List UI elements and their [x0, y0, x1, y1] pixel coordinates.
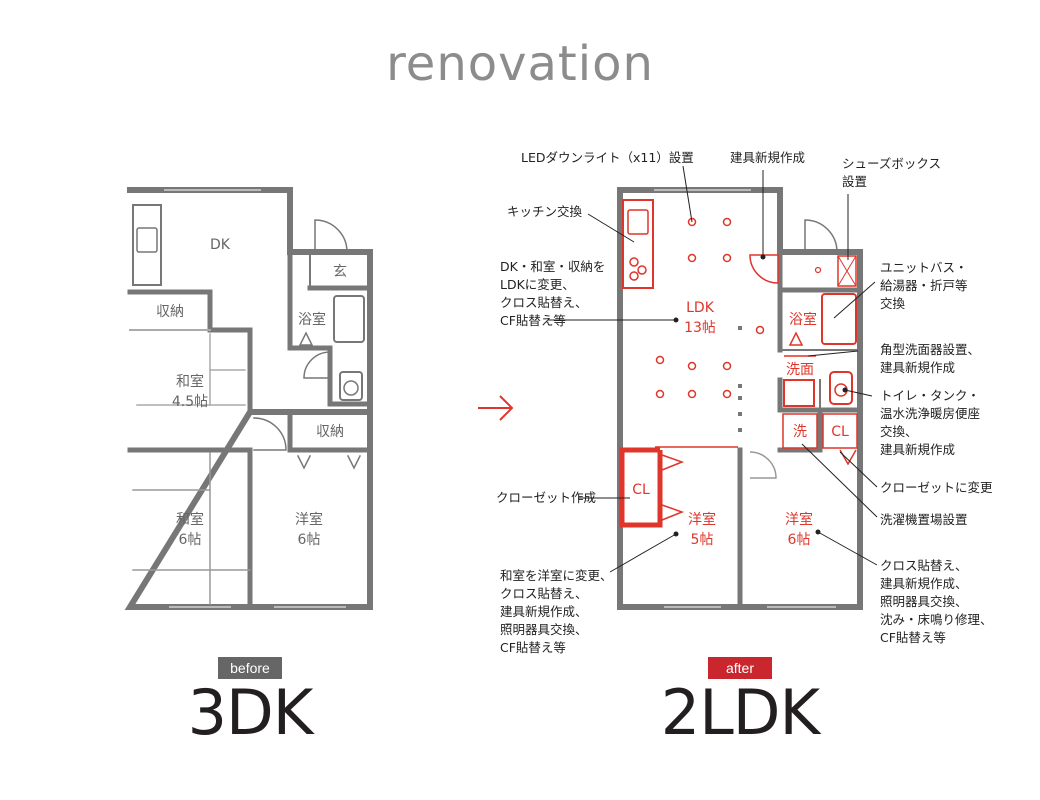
note-kitchen: キッチン交換 [507, 204, 583, 219]
after-room-youshitsu-a-size: 5帖 [691, 532, 714, 548]
before-room-washitsu-b: 和室 [176, 511, 204, 528]
before-room-washitsu-b-size: 6帖 [179, 532, 202, 548]
before-room-storage1: 収納 [156, 304, 184, 320]
after-layout-label: 2LDK [660, 676, 820, 749]
note-dk-4: CF貼替え等 [500, 313, 566, 328]
note-dk-1: DK・和室・収納を [500, 259, 605, 274]
after-kitchen-counter [622, 199, 654, 289]
before-middle-wall [127, 447, 253, 610]
after-shoe-box [837, 255, 857, 287]
before-layout-label: 3DK [187, 676, 314, 749]
after-room-labels: LDK 13帖 浴室 洗面 洗 CL CL 洋室 5帖 洋室 6帖 [632, 300, 849, 548]
note-wa-1: 和室を洋室に変更、 [500, 568, 613, 583]
before-toilet-door [303, 351, 331, 379]
after-room-ldk: LDK [686, 300, 715, 316]
before-room-storage2: 収納 [316, 424, 344, 440]
note-dk-2: LDKに変更、 [500, 277, 575, 292]
before-wet-area-walls [287, 249, 373, 407]
after-room-closet-big: CL [632, 482, 650, 498]
after-floor-plan [617, 187, 863, 610]
after-closet-big [619, 447, 663, 528]
after-room-ldk-size: 13帖 [684, 320, 716, 336]
annotation-leader-lines [548, 165, 878, 573]
before-room-washitsu-a: 和室 [176, 373, 204, 390]
note-closet-change: クローゼットに変更 [880, 480, 993, 495]
after-room-bath: 浴室 [789, 311, 817, 328]
after-new-door [749, 254, 779, 284]
note-sink-2: 建具新規作成 [880, 360, 955, 375]
before-kitchen-counter [132, 204, 162, 286]
before-closet-doors [296, 454, 362, 470]
before-room-dk: DK [210, 237, 231, 253]
after-closet-small [822, 413, 858, 449]
after-toilet [829, 371, 853, 405]
note-unit-3: 交換 [880, 296, 906, 311]
before-room-washitsu-a-size: 4.5帖 [172, 394, 208, 410]
before-bathtub [333, 295, 365, 343]
before-floor-plan [124, 187, 373, 610]
note-toilet-3: 交換、 [880, 424, 918, 439]
note-door: 建具新規作成 [730, 150, 805, 165]
note-wa-5: CF貼替え等 [500, 640, 566, 655]
note-laundry: 洗濯機置場設置 [880, 512, 968, 527]
before-room-labels: DK 収納 和室 4.5帖 和室 6帖 洋室 6帖 玄 浴室 収納 [156, 237, 347, 548]
before-tag: before [218, 657, 282, 679]
before-room-youshitsu-size: 6帖 [298, 532, 321, 548]
right-arrow-icon [478, 395, 514, 421]
before-tatami-a [136, 333, 246, 406]
note-shoes-2: 設置 [842, 174, 867, 189]
after-wash-basin [783, 379, 815, 407]
after-room-laundry: 洗 [793, 424, 807, 440]
after-laundry-area [782, 413, 818, 449]
after-tag: after [708, 657, 772, 679]
note-led: LEDダウンライト（x11）設置 [521, 150, 694, 165]
after-renovated-items [619, 199, 858, 528]
note-closet-new: クローゼット作成 [496, 490, 596, 505]
after-room-youshitsu-b: 洋室 [785, 511, 813, 528]
after-room-youshitsu-b-size: 6帖 [788, 532, 811, 548]
after-outer-walls [617, 187, 863, 610]
annotation-dots [673, 254, 848, 537]
after-corridor-marks [738, 326, 742, 432]
note-toilet-4: 建具新規作成 [880, 442, 955, 457]
after-room-wash: 洗面 [786, 362, 814, 378]
annotations: LEDダウンライト（x11）設置 建具新規作成 シューズボックス 設置 キッチン… [496, 150, 993, 655]
after-led-lights [655, 217, 765, 399]
before-entrance-door [314, 219, 348, 253]
note-wa-4: 照明器具交換、 [500, 622, 588, 637]
after-room-closet-small: CL [831, 424, 849, 440]
note-room-3: 照明器具交換、 [880, 594, 968, 609]
after-room-youshitsu-a: 洋室 [688, 511, 716, 528]
note-shoes-1: シューズボックス [842, 156, 941, 171]
note-dk-3: クロス貼替え、 [500, 295, 588, 310]
before-room-youshitsu: 洋室 [295, 511, 323, 528]
note-wa-3: 建具新規作成、 [500, 604, 588, 619]
note-room-2: 建具新規作成、 [880, 576, 968, 591]
note-sink-1: 角型洗面器設置、 [880, 342, 980, 357]
before-storage2-walls [287, 409, 373, 453]
before-corridor-door [253, 417, 287, 451]
before-room-bath: 浴室 [298, 311, 326, 328]
note-unit-1: ユニットバス・ [880, 260, 968, 275]
note-room-4: 沈み・床鳴り修理、 [880, 612, 993, 627]
after-unit-bath [821, 293, 857, 345]
before-kitchen-sink [136, 227, 158, 253]
note-unit-2: 給湯器・折戸等 [880, 278, 968, 293]
note-toilet-2: 温水洗浄暖房便座 [880, 406, 980, 421]
before-bath-marker [298, 331, 314, 346]
page-title: renovation [386, 36, 654, 92]
note-room-5: CF貼替え等 [880, 630, 946, 645]
before-room-entrance: 玄 [333, 263, 347, 280]
before-tatami-b [132, 452, 251, 605]
note-wa-2: クロス貼替え、 [500, 586, 588, 601]
note-toilet-1: トイレ・タンク・ [880, 388, 980, 403]
note-room-1: クロス貼替え、 [880, 558, 968, 573]
after-entrance-door [804, 219, 838, 253]
before-toilet-tank [339, 371, 363, 401]
